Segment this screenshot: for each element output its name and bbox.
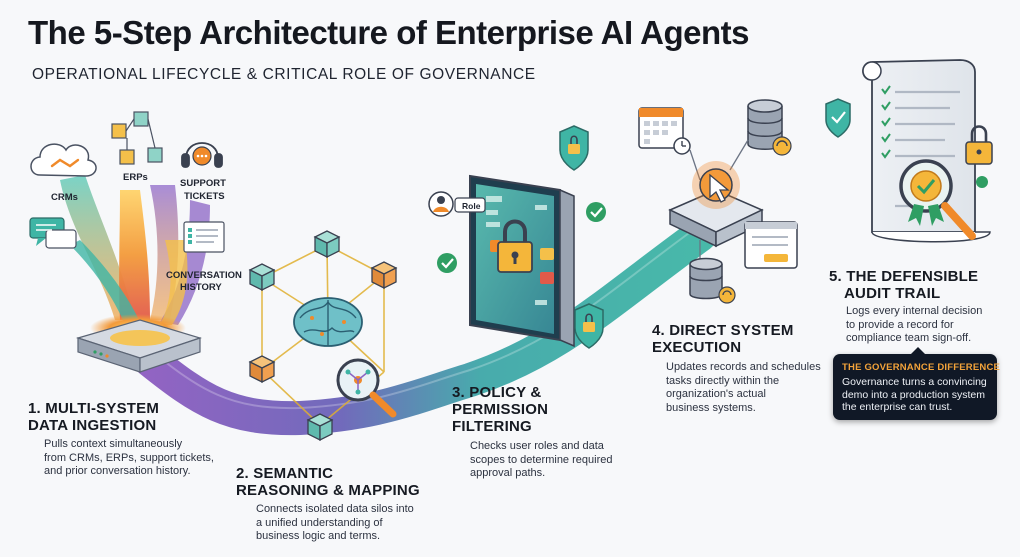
audit-illustration	[825, 59, 993, 243]
page-title: The 5-Step Architecture of Enterprise AI…	[28, 14, 749, 51]
role-badge-text: Role	[462, 201, 481, 211]
step-2-description: Connects isolated data silos into a unif…	[256, 503, 414, 542]
label-support-1: SUPPORT	[180, 178, 226, 189]
policy-illustration: Role	[428, 125, 606, 349]
label-erps: ERPs	[123, 172, 148, 183]
label-history-1: CONVERSATION	[166, 270, 242, 281]
step-2-title: 2. SEMANTIC REASONING & MAPPING	[236, 465, 420, 499]
step-5-title: 5. THE DEFENSIBLE AUDIT TRAIL	[829, 268, 979, 302]
label-history-2: HISTORY	[180, 282, 222, 293]
callout-title: THE GOVERNANCE DIFFERENCE	[842, 362, 1001, 373]
step-1-title: 1. MULTI-SYSTEM DATA INGESTION	[28, 400, 160, 434]
reasoning-illustration	[248, 230, 398, 442]
page-subtitle: OPERATIONAL LIFECYCLE & CRITICAL ROLE OF…	[32, 66, 536, 83]
step-1-description: Pulls context simultaneously from CRMs, …	[44, 438, 214, 477]
label-crms: CRMs	[51, 192, 78, 203]
callout-body: Governance turns a convincing demo into …	[842, 376, 987, 413]
flow-ribbon	[133, 218, 717, 436]
label-support-2: TICKETS	[184, 191, 225, 202]
ingestion-illustration: CRMs ERPs SUPPORT TICKETS CONVERSATION H…	[29, 111, 242, 373]
execution-illustration	[638, 99, 798, 304]
step-3-title: 3. POLICY & PERMISSION FILTERING	[452, 384, 549, 435]
governance-callout: THE GOVERNANCE DIFFERENCE Governance tur…	[833, 347, 1001, 420]
step-4-description: Updates records and schedules tasks dire…	[666, 361, 821, 414]
step-4-title: 4. DIRECT SYSTEM EXECUTION	[652, 322, 794, 356]
step-5-description: Logs every internal decision to provide …	[846, 305, 983, 344]
step-3-description: Checks user roles and data scopes to det…	[470, 440, 613, 479]
